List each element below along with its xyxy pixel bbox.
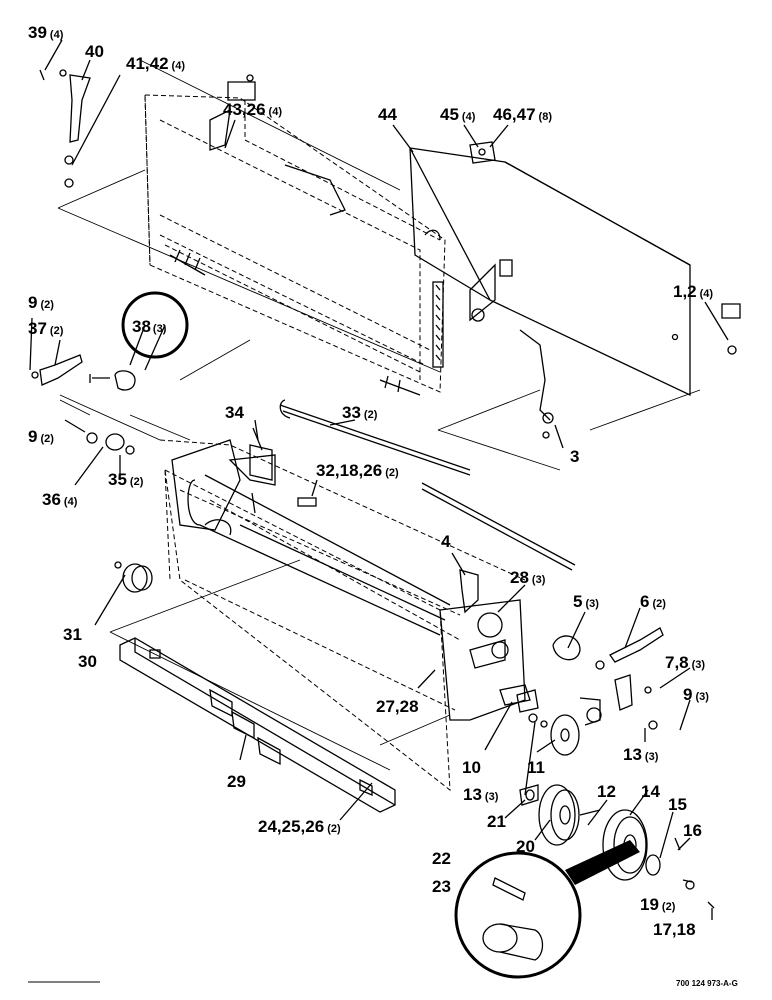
callout-11: 11 [527,758,545,777]
callout-32-18-26: 32,18,26(2) [316,461,399,480]
callout-28: 28(3) [510,568,546,587]
callout-21: 21 [487,812,506,831]
callout-6: 6(2) [640,592,666,611]
right-side-parts [516,627,664,756]
callout-37: 37(2) [28,319,64,338]
callout-36: 36(4) [42,490,78,509]
wheel-30 [114,561,153,593]
upper-hopper-frame [144,74,496,396]
drawing-artwork [28,59,741,983]
callout-22: 22 [432,849,451,868]
callout-1-2: 1,2(4) [673,282,713,301]
base-bar-29 [119,637,396,813]
callout-35: 35(2) [108,470,144,489]
drawing-number: 700 124 973-A-G [676,979,738,988]
detail-22-23 [454,840,640,979]
callout-12: 12 [597,782,616,801]
callout-10: 10 [462,758,481,777]
bolt-1-2 [671,303,741,355]
callout-13-low: 13(3) [463,785,499,804]
callout-9-right: 9(3) [683,685,709,704]
callout-27-28: 27,28 [376,697,419,716]
plate-45 [469,141,496,164]
callout-20: 20 [516,837,535,856]
callout-29: 29 [227,772,246,791]
callout-17-18: 17,18 [653,920,696,939]
detail-38 [114,291,189,391]
callout-14: 14 [641,782,660,801]
callout-33: 33(2) [342,403,378,422]
rear-panel [408,147,691,439]
callout-46-47: 46,47(8) [493,105,552,124]
callout-24-25-26: 24,25,26(2) [258,817,341,836]
pulley-assembly [519,784,715,909]
callout-4: 4 [441,532,451,551]
callout-23: 23 [432,877,451,896]
rods-33 [279,399,576,571]
callout-13-right: 13(3) [623,745,659,764]
callout-7-8: 7,8(3) [665,653,705,672]
callout-5: 5(3) [573,592,599,611]
callout-30: 30 [78,652,97,671]
callout-3: 3 [570,447,579,466]
callout-15: 15 [668,795,687,814]
callout-44: 44 [378,105,397,124]
callout-41-42: 41,42(4) [126,54,185,73]
bracket-40 [39,69,91,188]
callout-38: 38(3) [132,317,167,336]
callout-34: 34 [225,403,244,422]
lower-roller-frame [159,439,531,792]
callout-9-mid: 9(2) [28,427,54,446]
callout-16: 16 [683,821,702,840]
callout-31: 31 [63,625,82,644]
leader-lines [29,39,729,920]
callout-45: 45(4) [440,105,476,124]
callout-9-top: 9(2) [28,293,54,312]
callout-19: 19(2) [640,895,676,914]
left-shaft-parts [31,354,191,455]
callout-39: 39(4) [28,23,64,42]
callout-labels: 39(4) 40 41,42(4) 43,26(4) 44 45(4) 46,4… [28,23,738,988]
callout-40: 40 [85,42,104,61]
callout-43-26: 43,26(4) [223,100,282,119]
bracket-34 [249,419,317,514]
